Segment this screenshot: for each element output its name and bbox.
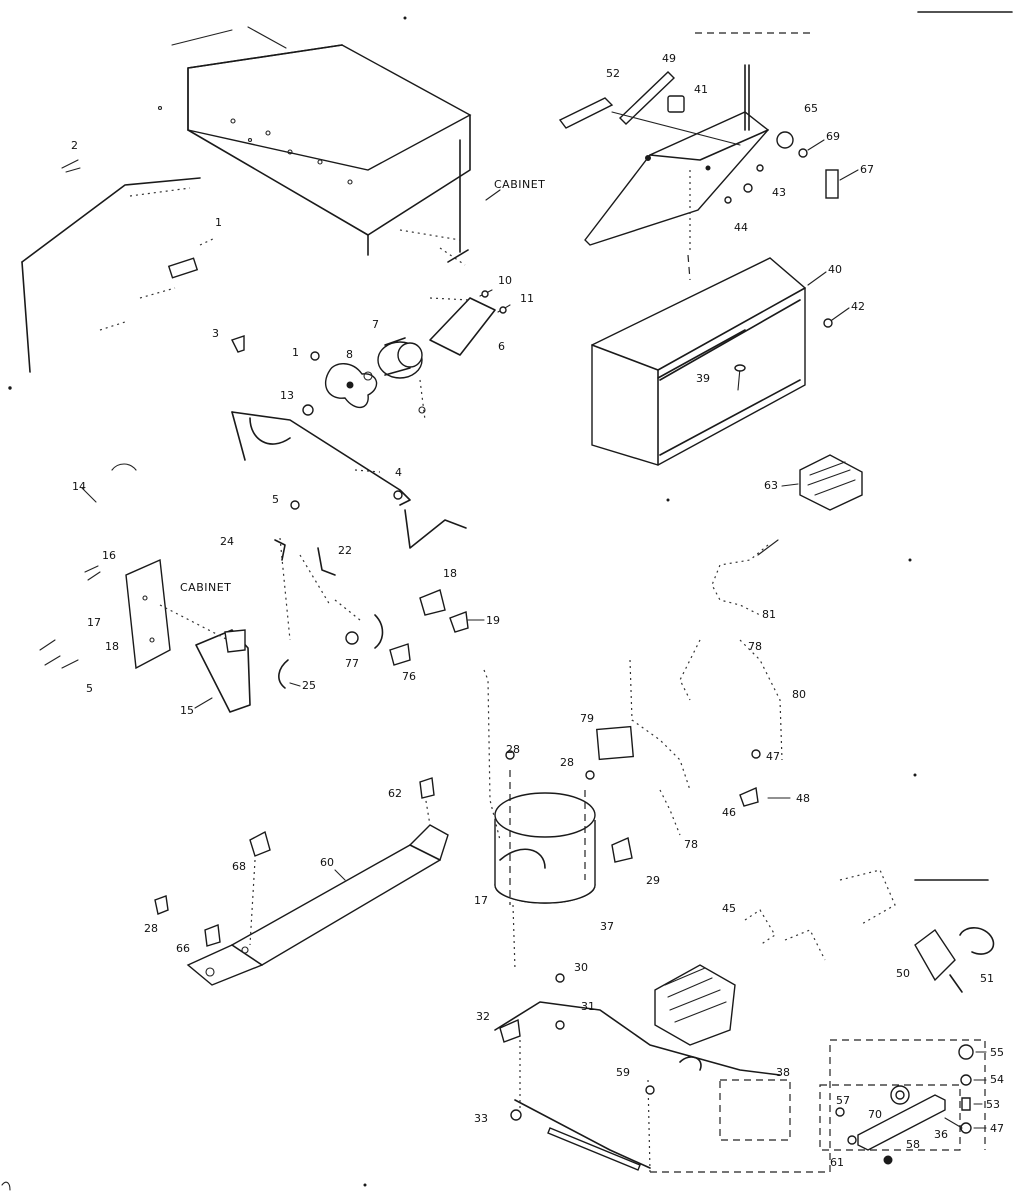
mounting-rail xyxy=(154,777,449,986)
callout-16: 16 xyxy=(102,549,116,562)
callout-24: 24 xyxy=(220,535,234,548)
callout-29: 29 xyxy=(646,874,660,887)
callout-7: 7 xyxy=(372,318,379,331)
callout-39: 39 xyxy=(696,372,710,385)
callout-47a: 47 xyxy=(766,750,780,763)
callout-55: 55 xyxy=(990,1046,1004,1059)
support-bracket-36 xyxy=(835,1085,963,1165)
callout-42: 42 xyxy=(851,300,865,313)
compressor xyxy=(483,669,633,971)
label-cabinet-side: CABINET xyxy=(180,581,231,594)
callout-58: 58 xyxy=(906,1138,920,1151)
side-wrapper-panel xyxy=(21,177,216,373)
air-handler-box xyxy=(591,257,833,466)
callout-65: 65 xyxy=(804,102,818,115)
control-panel-housing xyxy=(558,64,839,281)
callout-54: 54 xyxy=(990,1073,1004,1086)
callout-70: 70 xyxy=(868,1108,882,1121)
callout-31: 31 xyxy=(581,1000,595,1013)
callout-61: 61 xyxy=(830,1156,844,1169)
callout-69: 69 xyxy=(826,130,840,143)
cabinet-top-panel xyxy=(157,26,472,266)
callout-10: 10 xyxy=(498,274,512,287)
callout-32: 32 xyxy=(476,1010,490,1023)
callout-3: 3 xyxy=(212,327,219,340)
callout-13: 13 xyxy=(280,389,294,402)
callout-68: 68 xyxy=(232,860,246,873)
callout-28a: 28 xyxy=(506,743,520,756)
electrical-components xyxy=(744,869,995,993)
callout-52: 52 xyxy=(606,67,620,80)
callout-50: 50 xyxy=(896,967,910,980)
callout-17b: 17 xyxy=(474,894,488,907)
callout-67: 67 xyxy=(860,163,874,176)
callout-81: 81 xyxy=(762,608,776,621)
callout-76: 76 xyxy=(402,670,416,683)
callout-77: 77 xyxy=(345,657,359,670)
callout-18a: 18 xyxy=(105,640,119,653)
label-cabinet-top: CABINET xyxy=(494,178,545,191)
hardware-stack xyxy=(958,1044,987,1134)
callout-30: 30 xyxy=(574,961,588,974)
callout-53: 53 xyxy=(986,1098,1000,1111)
callout-28b: 28 xyxy=(560,756,574,769)
callout-60: 60 xyxy=(320,856,334,869)
callout-79: 79 xyxy=(580,712,594,725)
callout-59: 59 xyxy=(616,1066,630,1079)
callout-19: 19 xyxy=(486,614,500,627)
callout-14: 14 xyxy=(72,480,86,493)
callout-45: 45 xyxy=(722,902,736,915)
callout-80: 80 xyxy=(792,688,806,701)
base-pan xyxy=(494,964,986,1173)
callout-25: 25 xyxy=(302,679,316,692)
callout-46: 46 xyxy=(722,806,736,819)
callout-44: 44 xyxy=(734,221,748,234)
callout-4: 4 xyxy=(395,466,402,479)
callout-57: 57 xyxy=(836,1094,850,1107)
refrigerant-tubing xyxy=(629,539,783,836)
callout-37: 37 xyxy=(600,920,614,933)
control-parts-cluster xyxy=(274,537,469,689)
fan-shroud-brace xyxy=(231,411,467,549)
callout-22: 22 xyxy=(338,544,352,557)
callout-47b: 47 xyxy=(990,1122,1004,1135)
header-marks xyxy=(695,11,1013,34)
part-63-block xyxy=(799,454,863,511)
callout-18: 18 xyxy=(443,567,457,580)
callout-48: 48 xyxy=(796,792,810,805)
callout-63: 63 xyxy=(764,479,778,492)
callout-1: 1 xyxy=(215,216,222,229)
callout-15: 15 xyxy=(180,704,194,717)
callout-78a: 78 xyxy=(748,640,762,653)
callout-51: 51 xyxy=(980,972,994,985)
callout-1b: 1 xyxy=(292,346,299,359)
callout-6: 6 xyxy=(498,340,505,353)
callout-11: 11 xyxy=(520,292,534,305)
callout-8: 8 xyxy=(346,348,353,361)
callout-40: 40 xyxy=(828,263,842,276)
cabinet-side-bracket xyxy=(125,558,251,713)
callout-33: 33 xyxy=(474,1112,488,1125)
callout-78b: 78 xyxy=(684,838,698,851)
callout-36: 36 xyxy=(934,1128,948,1141)
scan-specks xyxy=(1,16,917,1191)
callout-38: 38 xyxy=(776,1066,790,1079)
callout-5: 5 xyxy=(272,493,279,506)
callout-2: 2 xyxy=(71,139,78,152)
callout-66: 66 xyxy=(176,942,190,955)
fan-motor-assembly xyxy=(231,289,511,421)
callout-49: 49 xyxy=(662,52,676,65)
callout-17: 17 xyxy=(87,616,101,629)
callout-28c: 28 xyxy=(144,922,158,935)
callout-41: 41 xyxy=(694,83,708,96)
callout-43: 43 xyxy=(772,186,786,199)
callout-62: 62 xyxy=(388,787,402,800)
callout-5b: 5 xyxy=(86,682,93,695)
